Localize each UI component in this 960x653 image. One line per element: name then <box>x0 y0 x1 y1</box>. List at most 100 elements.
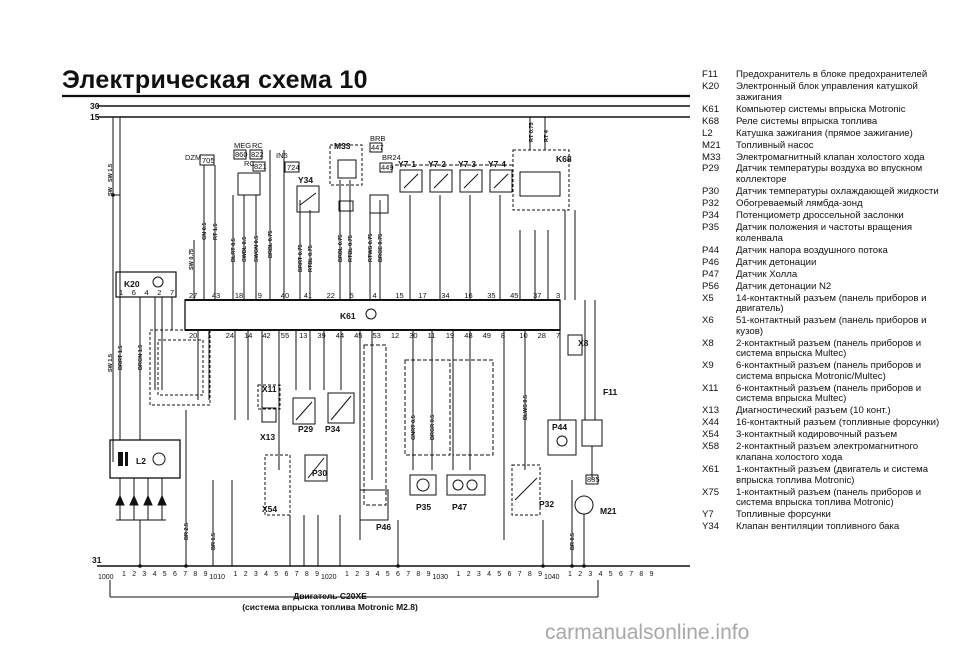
legend-description: 2-контактный разъем (панель приборов и с… <box>736 337 922 360</box>
pin-number: 30 <box>409 331 417 340</box>
legend-description: 16-контактный разъем (топливные форсунки… <box>736 417 940 429</box>
legend-code: P46 <box>702 256 720 268</box>
pin-number: 2 <box>157 288 161 297</box>
p47-label: P47 <box>452 502 467 512</box>
wire-label: RTWS 0.75 <box>368 234 374 262</box>
wire-label: BRGN 1.5 <box>138 345 144 370</box>
legend-code: X8 <box>702 337 714 349</box>
legend-code: X11 <box>702 382 719 394</box>
legend-description: 14-контактный разъем (панель приборов и … <box>736 292 927 315</box>
ruler-minor-label: 5 <box>386 571 390 578</box>
pin-number: 10 <box>519 331 527 340</box>
x54-label: X54 <box>262 504 277 514</box>
legend-description: Датчик напора воздушного потока <box>736 244 888 256</box>
legend-code: X75 <box>702 486 720 498</box>
legend-row: X5 14-контактный разъем (панель приборов … <box>702 292 954 315</box>
pin-number: 7 <box>556 331 560 340</box>
pin-number: 34 <box>441 291 449 300</box>
ruler-minor-label: 3 <box>477 571 481 578</box>
legend-description: Компьютер системы впрыска Motronic <box>736 103 906 115</box>
legend-description: Топливный насос <box>736 139 814 151</box>
wire-label: BR 0.5 <box>570 533 576 550</box>
pin-number: 28 <box>538 331 546 340</box>
wire-label: SWBL 0.5 <box>242 237 248 262</box>
ruler-minor-label: 6 <box>285 571 289 578</box>
legend-code: X54 <box>702 429 720 441</box>
meg-label: MEG <box>234 141 251 150</box>
pin-number: 1 <box>119 288 123 297</box>
legend-code: M21 <box>702 139 721 151</box>
pin-number: 40 <box>281 291 289 300</box>
diagram-caption: Двигатель C20XE (система впрыска топлива… <box>180 591 480 612</box>
ruler-minor-label: 1 <box>568 571 572 578</box>
ruler-minor-label: 6 <box>173 571 177 578</box>
wire-label: GN 0.5 <box>202 223 208 240</box>
x13-label: X13 <box>260 432 275 442</box>
ruler-major-label: 1020 <box>321 574 337 581</box>
f11-label: F11 <box>603 387 617 397</box>
pin-number: 7 <box>170 288 174 297</box>
wire-label: BRRT 1.5 <box>118 346 124 370</box>
pin-number: 1 <box>207 331 211 340</box>
pin-number: 27 <box>189 291 197 300</box>
pin-number: 15 <box>395 291 403 300</box>
meg-number: 860 <box>235 150 248 159</box>
legend-code: Y7 <box>702 509 714 521</box>
legend-code: K20 <box>702 80 720 92</box>
caption-line-2: (система впрыска топлива Motronic M2.8) <box>242 601 418 612</box>
legend-row: X8 2-контактный разъем (панель приборов и… <box>702 337 954 360</box>
pin-number: 19 <box>446 331 454 340</box>
legend-description: Электромагнитный клапан холостого хода <box>736 151 925 163</box>
ruler-minor-label: 2 <box>355 571 359 578</box>
pin-number: 43 <box>212 291 220 300</box>
wire-label: RTBL 0.75 <box>348 235 354 262</box>
ruler-minor-label: 4 <box>376 571 380 578</box>
ruler-minor-label: 5 <box>497 571 501 578</box>
y7-3-label: Y7-3 <box>458 159 476 169</box>
wire-label: BLRT 0.5 <box>231 238 237 262</box>
legend-description: Предохранитель в блоке предохранителей <box>736 69 928 80</box>
wire-label: GNRT 0.5 <box>411 415 417 440</box>
ruler-minor-label: 4 <box>264 571 268 578</box>
ruler-minor-label: 3 <box>365 571 369 578</box>
legend-code: X5 <box>702 292 714 304</box>
ruler-minor-label: 9 <box>650 571 654 578</box>
pin-number: 4 <box>373 291 377 300</box>
ruler-minor-label: 4 <box>153 571 157 578</box>
p29-label: P29 <box>298 424 313 434</box>
legend-code: M33 <box>702 151 721 163</box>
pin-number: 24 <box>226 331 234 340</box>
y7-4-label: Y7-4 <box>488 159 506 169</box>
legend-description: Датчик Холла <box>736 268 798 280</box>
legend-code: X44 <box>702 417 720 429</box>
legend-description: 2-контактный разъем электромагнитного кл… <box>736 441 919 463</box>
legend-description: Диагностический разъем (10 конт.) <box>736 405 891 417</box>
legend-row: P44 Датчик напора воздушного потока <box>702 244 954 257</box>
dzm-label: DZM <box>185 153 201 162</box>
legend-code: X13 <box>702 405 720 417</box>
legend-row: X13 Диагностический разъем (10 конт.) <box>702 406 954 417</box>
x8-label: X8 <box>578 338 589 348</box>
pin-number: 45 <box>510 291 518 300</box>
wire-label: BRGE 0.75 <box>378 234 384 262</box>
rc-number: 822 <box>251 150 264 159</box>
legend-description: Датчик детонации N2 <box>736 280 832 292</box>
wire-label: BRGR 0.5 <box>430 415 436 440</box>
p44-label: P44 <box>552 422 567 432</box>
brb-label: BRB <box>370 134 385 143</box>
legend-code: P44 <box>702 244 720 256</box>
wire-label: BRBL 0.75 <box>338 235 344 262</box>
ruler-minor-label: 5 <box>163 571 167 578</box>
ruler-minor-label: 8 <box>416 571 420 578</box>
pin-number: 44 <box>336 331 344 340</box>
ruler-minor-label: 9 <box>204 571 208 578</box>
brb-number: 447 <box>371 143 384 152</box>
ruler-minor-label: 7 <box>629 571 633 578</box>
ruler-minor-label: 7 <box>183 571 187 578</box>
